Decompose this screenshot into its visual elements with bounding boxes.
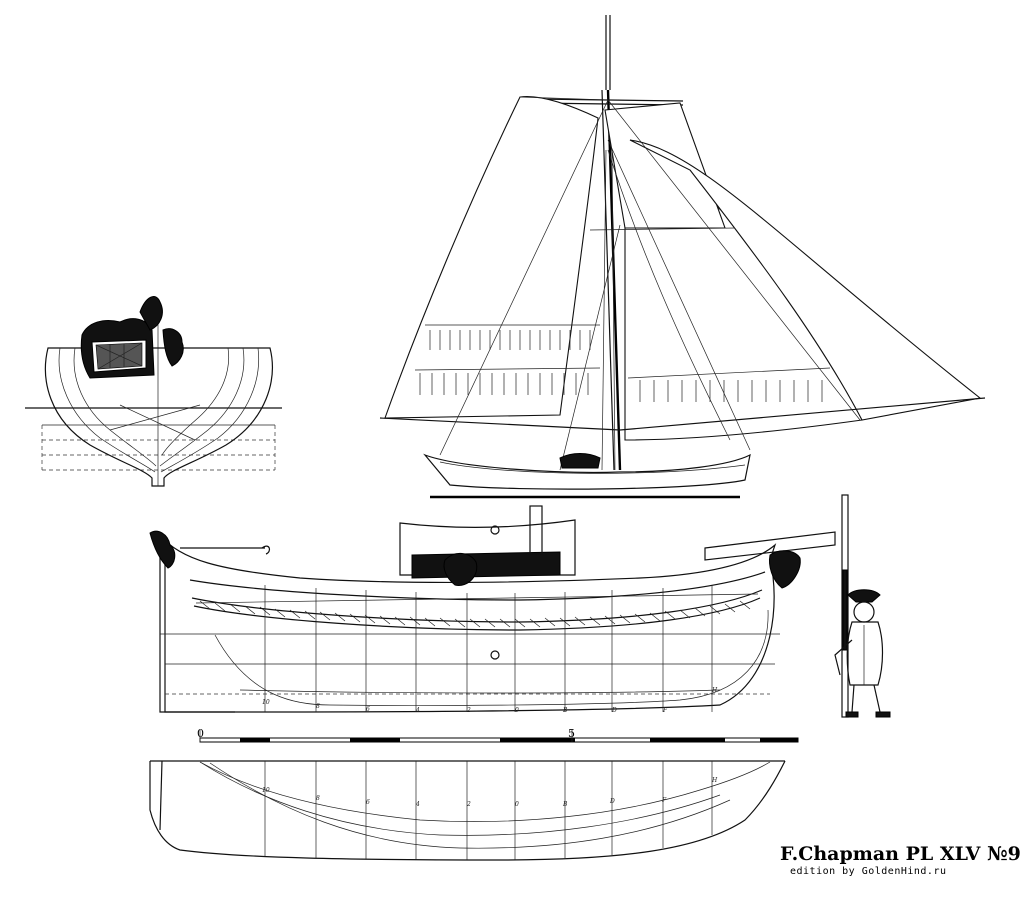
half-breadth-plan: [149, 760, 786, 861]
scale-label-5: 5: [568, 727, 575, 740]
station-mark: H: [711, 687, 718, 694]
station-mark: F: [662, 707, 668, 714]
scale-label-0: 0: [197, 727, 204, 740]
station-mark: H: [711, 777, 718, 784]
station-mark: 0: [515, 801, 519, 808]
station-mark: F: [661, 797, 667, 804]
station-marks-profile: 10 8 6 4 2 0 B D F H: [262, 687, 718, 714]
station-mark: 4: [415, 707, 420, 714]
station-mark: 10: [262, 787, 270, 794]
station-mark: 0: [515, 707, 519, 714]
station-mark: D: [609, 798, 615, 805]
station-mark: 8: [316, 795, 320, 802]
station-mark: B: [562, 707, 568, 714]
scale-bar: 0 5: [197, 727, 799, 743]
station-mark: 4: [415, 801, 420, 808]
station-mark: 2: [466, 707, 471, 714]
station-marks-half-breadth: 10 8 6 4 2 0 B D F H: [262, 777, 718, 808]
scale-figure-soldier: [834, 494, 891, 718]
plate-title: F.Chapman PL XLV №9: [780, 843, 1021, 865]
sail-plan: [379, 15, 986, 499]
edition-credit: edition by GoldenHind.ru: [790, 866, 947, 877]
station-mark: 8: [316, 703, 320, 710]
sheer-plan-profile: [149, 505, 836, 713]
station-mark: 6: [366, 799, 370, 806]
body-plan-stern-view: [25, 296, 282, 487]
station-mark: 10: [262, 699, 270, 706]
station-mark: D: [611, 707, 617, 714]
station-mark: B: [562, 801, 568, 808]
station-mark: 6: [366, 706, 370, 713]
station-mark: 2: [466, 801, 471, 808]
